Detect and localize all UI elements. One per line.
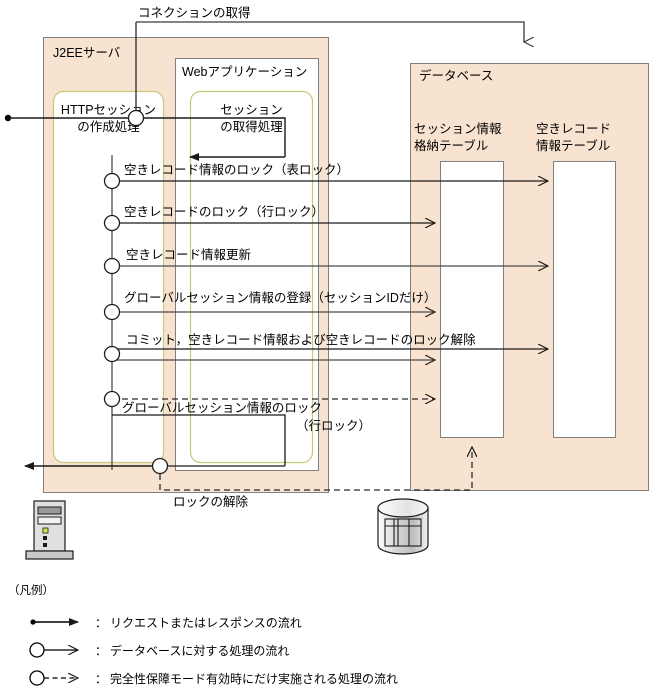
legend-db-flow-label: データベースに対する処理の流れ <box>110 643 289 658</box>
flow-step-1: 空きレコード情報のロック（表ロック） <box>103 163 549 190</box>
session-acquire-label-line2: の取得処理 <box>220 119 283 134</box>
http-session-create-label-line2: の作成処理 <box>77 120 140 134</box>
legend-item-db-flow: ： データベースに対する処理の流れ <box>29 642 289 658</box>
web-application-label: Webアプリケーション <box>182 65 307 79</box>
flow-step-4: グローバルセッション情報の登録（セッションIDだけ） <box>103 290 436 321</box>
unlock-label: ロックの解除 <box>173 494 249 509</box>
flow-step-5-label: コミット，空きレコード情報および空きレコードのロック解除 <box>126 332 476 347</box>
legend-request-label: リクエストまたはレスポンスの流れ <box>110 616 302 630</box>
request-node-circle <box>127 109 145 127</box>
flow-step-5-node <box>103 345 121 363</box>
legend-integrity-label: 完全性保障モード有効時にだけ実施される処理の流れ <box>110 671 398 686</box>
flow-step-6-node <box>103 390 121 408</box>
flow-step-6-label: グローバルセッション情報のロック <box>122 401 322 415</box>
legend-item-integrity-flow: ： 完全性保障モード有効時にだけ実施される処理の流れ <box>29 670 398 686</box>
legend-request-separator: ： <box>95 616 107 630</box>
flow-unlock-dashed: ロックの解除 <box>159 447 472 509</box>
desktop-computer-icon <box>25 500 74 560</box>
legend-integrity-separator: ： <box>95 672 107 686</box>
flow-connection-acquire: コネクションの取得 <box>135 5 524 118</box>
database-label: データベース <box>419 68 493 83</box>
legend-heading: （凡例） <box>8 583 54 597</box>
connection-acquire-label: コネクションの取得 <box>138 5 251 20</box>
flow-step-2: 空きレコードのロック（行ロック） <box>103 205 436 232</box>
free-record-info-table-label-line1: 空きレコード <box>536 122 611 136</box>
flow-step-4-label: グローバルセッション情報の登録（セッションIDだけ） <box>124 290 436 305</box>
flow-step-1-node <box>103 172 121 190</box>
db-table-session-info: セッション情報 格納テーブル <box>414 122 504 438</box>
flow-step-6: グローバルセッション情報のロック （行ロック） <box>103 390 436 433</box>
database-cylinder-icon <box>377 498 429 555</box>
flow-step-3-label: 空きレコード情報更新 <box>126 247 251 262</box>
flow-session-return <box>112 414 286 467</box>
session-acquire-label-line1: セッション <box>220 103 283 117</box>
flow-step-3: 空きレコード情報更新 <box>103 247 549 275</box>
free-record-info-table-label-line2: 情報テーブル <box>536 138 610 153</box>
flow-step-2-node <box>103 214 121 232</box>
session-info-table-label-line2: 格納テーブル <box>414 138 488 153</box>
flow-step-1-label: 空きレコード情報のロック（表ロック） <box>124 163 349 177</box>
db-table-free-record-info: 空きレコード 情報テーブル <box>536 122 616 438</box>
flow-step-6-label-secondary: （行ロック） <box>296 419 371 433</box>
flow-step-4-node <box>103 303 121 321</box>
process-box-session-acquire: セッション の取得処理 <box>189 90 314 464</box>
legend-circle-icon <box>29 642 45 658</box>
session-info-table-label-line1: セッション情報 <box>414 122 502 136</box>
legend-item-request: ： リクエストまたはレスポンスの流れ <box>30 616 302 630</box>
flow-client-response-out <box>24 457 169 475</box>
legend-db-flow-separator: ： <box>95 644 107 658</box>
flow-step-3-node <box>103 257 121 275</box>
flow-client-request-in <box>4 109 286 161</box>
legend: （凡例） ： リクエストまたはレスポンスの流れ ： データベースに対する処理の流… <box>8 583 398 686</box>
response-node-circle <box>151 457 169 475</box>
flow-step-5: コミット，空きレコード情報および空きレコードのロック解除 <box>103 332 549 363</box>
legend-circle-dashed-icon <box>29 670 45 686</box>
process-box-http-session-create: HTTPセッション の作成処理 <box>52 90 165 464</box>
j2ee-server-label: J2EEサーバ <box>53 46 120 60</box>
flow-step-2-label: 空きレコードのロック（行ロック） <box>124 205 324 219</box>
